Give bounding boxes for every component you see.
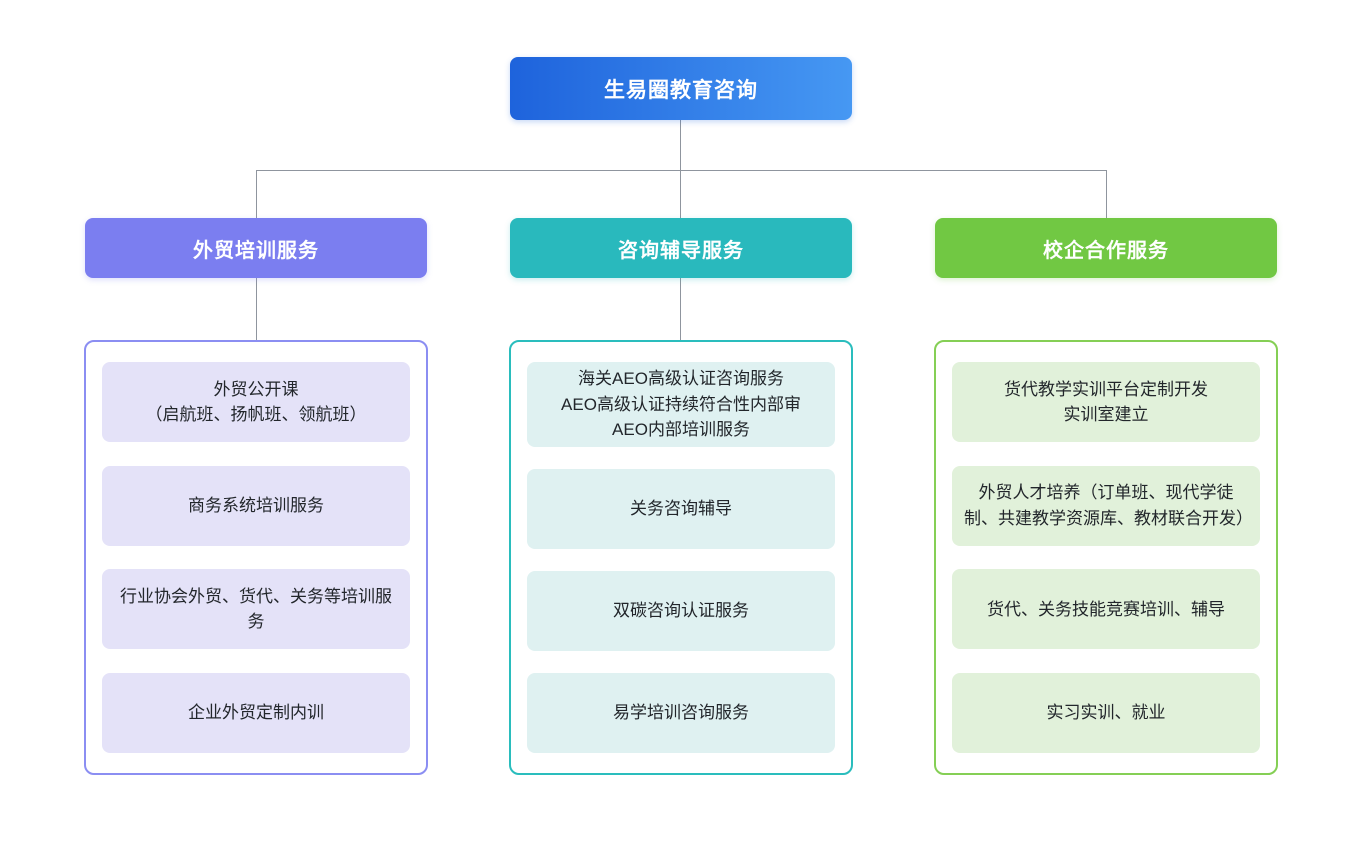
branch-item: 双碳咨询认证服务: [527, 571, 835, 651]
root-node: 生易圈教育咨询: [510, 57, 852, 120]
branch-item: 货代、关务技能竞赛培训、辅导: [952, 569, 1260, 650]
branch-header-label: 校企合作服务: [1043, 239, 1169, 262]
branch-item: 易学培训咨询服务: [527, 673, 835, 753]
root-node-label: 生易圈教育咨询: [604, 78, 758, 102]
connector-left-header-to-panel: [256, 278, 257, 340]
branch-item: 商务系统培训服务: [102, 465, 410, 546]
branch-panel-consulting: 海关AEO高级认证咨询服务 AEO高级认证持续符合性内部审 AEO内部培训服务 …: [509, 340, 853, 775]
branch-item: 关务咨询辅导: [527, 469, 835, 549]
branch-header-trade-training: 外贸培训服务: [85, 218, 427, 278]
branch-panel-school-enterprise: 货代教学实训平台定制开发 实训室建立 外贸人才培养（订单班、现代学徒制、共建教学…: [934, 340, 1278, 775]
branch-header-school-enterprise: 校企合作服务: [935, 218, 1277, 278]
branch-item: 企业外贸定制内训: [102, 672, 410, 753]
branch-item: 海关AEO高级认证咨询服务 AEO高级认证持续符合性内部审 AEO内部培训服务: [527, 362, 835, 447]
branch-header-label: 外贸培训服务: [193, 239, 319, 262]
branch-item: 行业协会外贸、货代、关务等培训服务: [102, 569, 410, 650]
branch-header-label: 咨询辅导服务: [618, 239, 744, 262]
branch-item: 实习实训、就业: [952, 672, 1260, 753]
connector-horizontal: [256, 170, 1106, 171]
connector-left-branch-drop: [256, 170, 257, 218]
connector-root-vertical: [680, 120, 681, 218]
branch-item: 外贸人才培养（订单班、现代学徒制、共建教学资源库、教材联合开发）: [952, 465, 1260, 546]
branch-item: 货代教学实训平台定制开发 实训室建立: [952, 362, 1260, 442]
connector-right-branch-drop: [1106, 170, 1107, 218]
branch-header-consulting: 咨询辅导服务: [510, 218, 852, 278]
branch-item: 外贸公开课 （启航班、扬帆班、领航班）: [102, 362, 410, 442]
connector-center-header-to-panel: [680, 278, 681, 340]
branch-panel-trade-training: 外贸公开课 （启航班、扬帆班、领航班） 商务系统培训服务 行业协会外贸、货代、关…: [84, 340, 428, 775]
